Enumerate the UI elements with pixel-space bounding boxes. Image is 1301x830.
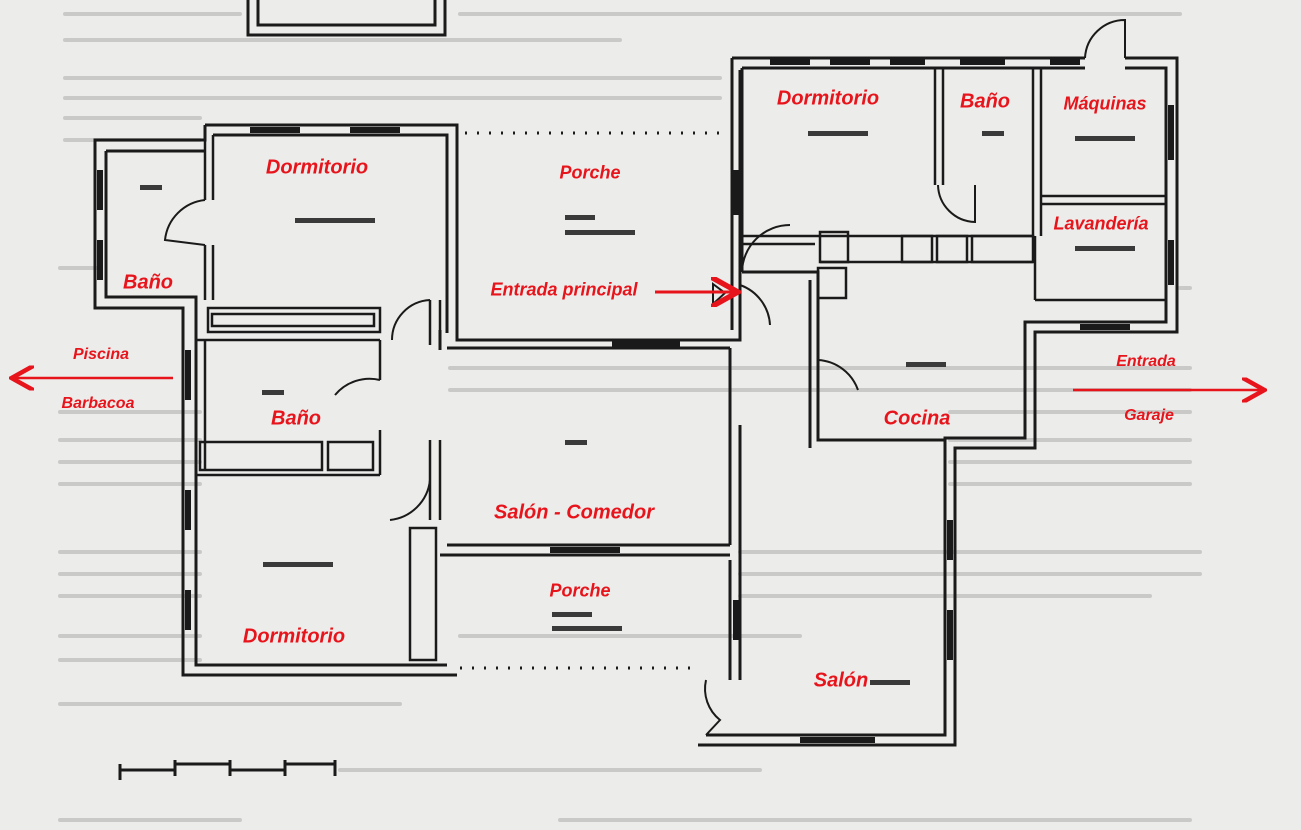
entry-marker — [712, 282, 727, 307]
label-barbacoa: Barbacoa — [61, 395, 135, 412]
label-cocina: Cocina — [883, 407, 951, 430]
outer-walls — [93, 56, 1179, 747]
label-entrada-principal: Entrada principal — [490, 279, 638, 300]
label-garaje: Garaje — [1124, 407, 1174, 424]
scale-bar — [118, 760, 337, 780]
top-fragment-walls — [246, 0, 447, 37]
door-swings — [163, 18, 1126, 736]
label-bano-right: Baño — [960, 90, 1010, 113]
label-piscina: Piscina — [72, 346, 130, 363]
label-bano-left-mid: Baño — [271, 407, 321, 430]
label-lavanderia: Lavandería — [1053, 213, 1149, 234]
label-maquinas: Máquinas — [1063, 93, 1147, 114]
label-salon: Salón — [813, 669, 869, 692]
printed-captions — [140, 131, 1135, 685]
label-dormitorio-top: Dormitorio — [265, 156, 369, 179]
porch-dotted-edges — [460, 131, 725, 670]
label-porche-bottom: Porche — [549, 580, 611, 601]
label-salon-comedor: Salón - Comedor — [493, 501, 655, 524]
label-dormitorio-right: Dormitorio — [776, 87, 880, 110]
windows — [97, 59, 1174, 743]
label-bano-left-top: Baño — [123, 271, 173, 294]
label-porche-top: Porche — [559, 162, 621, 183]
label-dormitorio-bottom: Dormitorio — [242, 625, 346, 648]
label-entrada: Entrada — [1116, 353, 1176, 370]
